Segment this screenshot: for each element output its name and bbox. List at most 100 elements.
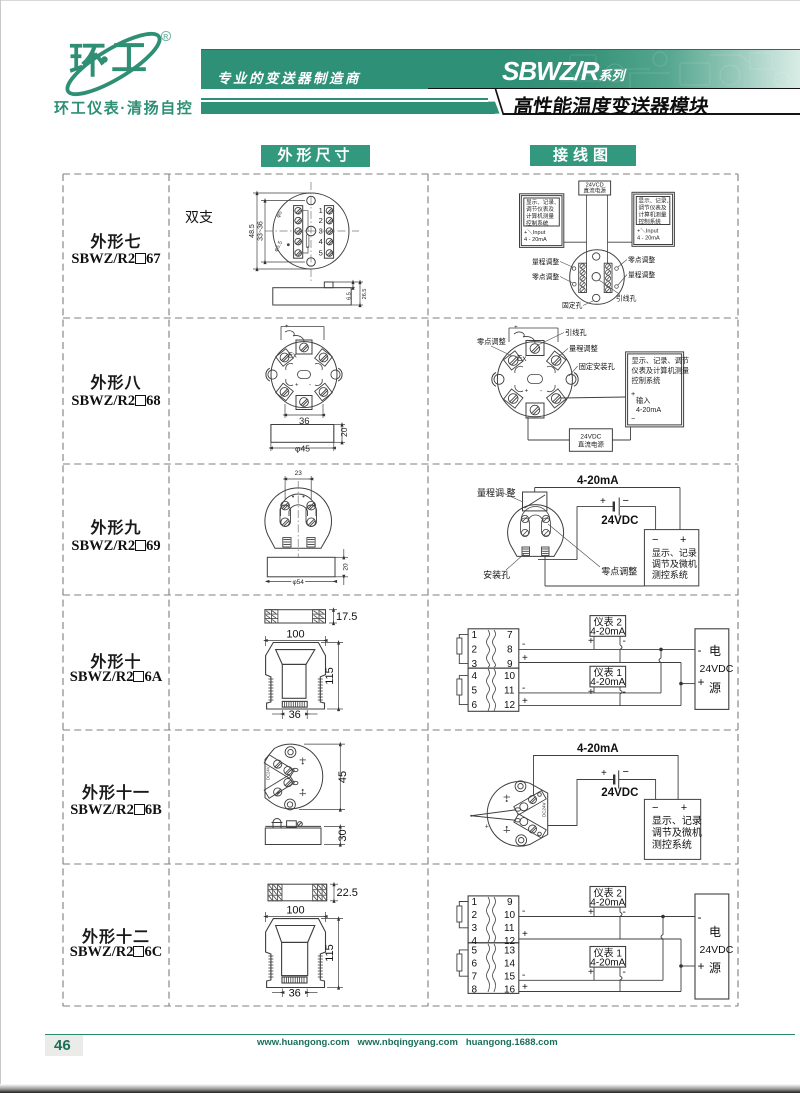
- svg-text:8: 8: [507, 645, 513, 656]
- svg-text:+: +: [681, 802, 687, 814]
- svg-text:4-20mA: 4-20mA: [590, 677, 625, 688]
- svg-text:+: +: [514, 324, 518, 331]
- svg-text:源: 源: [709, 681, 721, 695]
- svg-text:仪表及计算机测量: 仪表及计算机测量: [632, 366, 690, 375]
- svg-text:24VDC: 24VDC: [601, 515, 638, 527]
- svg-text:固定孔: 固定孔: [562, 301, 583, 310]
- svg-text:4-20mA: 4-20mA: [590, 898, 625, 909]
- svg-text:+: +: [698, 675, 705, 689]
- svg-text:Ex: Ex: [517, 354, 526, 363]
- svg-text:零点调整: 零点调整: [477, 337, 506, 346]
- svg-text:−: −: [623, 766, 629, 778]
- svg-text:4: 4: [319, 237, 323, 246]
- svg-text:调节仪表及: 调节仪表及: [526, 205, 554, 213]
- svg-text:-: -: [540, 388, 542, 395]
- svg-text:+: +: [588, 687, 594, 698]
- svg-text:4 - 20mA: 4 - 20mA: [637, 236, 660, 242]
- svg-text:量程调整: 量程调整: [628, 270, 655, 279]
- svg-text:6: 6: [472, 959, 478, 970]
- svg-text:双支: 双支: [185, 209, 213, 225]
- svg-text:24VDC: 24VDC: [601, 787, 638, 799]
- svg-text:24VDC: 24VDC: [700, 944, 734, 956]
- svg-text:36: 36: [299, 416, 310, 427]
- svg-text:-: -: [623, 687, 626, 698]
- svg-text:调节及微机: 调节及微机: [652, 826, 702, 839]
- svg-text:+: +: [588, 636, 594, 647]
- svg-text:+: +: [588, 907, 594, 918]
- svg-text:环: 环: [69, 40, 106, 81]
- svg-text:30: 30: [337, 829, 349, 841]
- svg-text:4 - 20mA: 4 - 20mA: [524, 237, 547, 243]
- svg-text:16: 16: [504, 985, 516, 996]
- svg-text:36: 36: [289, 988, 301, 1000]
- svg-text:+: +: [485, 824, 489, 831]
- svg-text:输入: 输入: [636, 396, 650, 405]
- svg-text:零点调整: 零点调整: [628, 255, 655, 264]
- svg-text:量程调整: 量程调整: [569, 344, 598, 353]
- svg-text:1: 1: [472, 897, 478, 908]
- svg-text:13: 13: [504, 946, 516, 957]
- svg-text:-: -: [623, 967, 626, 978]
- svg-text:3: 3: [472, 923, 478, 934]
- svg-text:调节及微机: 调节及微机: [652, 558, 697, 569]
- svg-text:9: 9: [507, 897, 513, 908]
- svg-text:-: -: [522, 906, 525, 917]
- svg-text:+: +: [600, 496, 606, 507]
- svg-text:-: -: [623, 636, 626, 647]
- svg-text:直流电源: 直流电源: [584, 187, 607, 195]
- svg-text:9: 9: [507, 659, 513, 670]
- svg-text:+: +: [285, 324, 289, 330]
- svg-text:1: 1: [472, 630, 478, 641]
- svg-text:+: +: [680, 534, 686, 546]
- svg-text:-: -: [698, 643, 702, 657]
- svg-text:仪表 1: 仪表 1: [594, 666, 623, 679]
- svg-text:-: -: [522, 683, 525, 694]
- svg-text:显示、记录: 显示、记录: [652, 815, 702, 827]
- svg-text:+: +: [522, 696, 528, 707]
- svg-text:量程调整: 量程调整: [532, 257, 559, 266]
- svg-text:-: -: [623, 907, 626, 918]
- svg-text:Ex: Ex: [288, 351, 297, 360]
- svg-text:工: 工: [111, 37, 147, 78]
- svg-text:测控系统: 测控系统: [652, 569, 688, 580]
- svg-text:2: 2: [472, 910, 478, 921]
- svg-text:20: 20: [339, 427, 349, 437]
- svg-text:6.5: 6.5: [347, 292, 353, 300]
- svg-text:源: 源: [709, 961, 721, 975]
- svg-text:8: 8: [472, 985, 478, 996]
- svg-text:26.5: 26.5: [362, 289, 368, 300]
- svg-text:显示、记录、: 显示、记录、: [526, 198, 560, 206]
- svg-text:4: 4: [472, 671, 478, 682]
- svg-text:+: +: [601, 768, 607, 779]
- svg-text:12: 12: [504, 700, 516, 711]
- svg-text:3: 3: [472, 659, 478, 670]
- svg-text:17.5: 17.5: [336, 611, 357, 623]
- svg-text:33~36: 33~36: [258, 221, 265, 241]
- svg-text:+＼Input: +＼Input: [524, 229, 546, 236]
- svg-text:+: +: [522, 929, 528, 940]
- svg-text:4: 4: [472, 936, 478, 947]
- svg-text:+: +: [295, 383, 299, 389]
- svg-text:1: 1: [319, 206, 323, 215]
- svg-text:2: 2: [319, 216, 323, 225]
- svg-text:φ5.5: φ5.5: [273, 240, 284, 253]
- svg-text:+: +: [522, 653, 528, 664]
- svg-text:引线孔: 引线孔: [565, 328, 587, 337]
- svg-text:仪表 1: 仪表 1: [594, 947, 623, 960]
- svg-text:控制系统: 控制系统: [526, 219, 549, 227]
- svg-text:115: 115: [324, 944, 336, 962]
- svg-text:调节仪表及: 调节仪表及: [639, 204, 667, 212]
- svg-text:+: +: [588, 967, 594, 978]
- svg-text:12: 12: [504, 936, 516, 947]
- svg-text:24VCD: 24VCD: [586, 183, 604, 189]
- svg-text:7: 7: [507, 630, 513, 641]
- svg-text:4-20mA: 4-20mA: [577, 475, 619, 487]
- svg-text:11: 11: [504, 923, 515, 934]
- svg-text:14: 14: [504, 959, 516, 970]
- svg-text:24VDC: 24VDC: [580, 434, 601, 441]
- svg-text:20: 20: [343, 563, 350, 571]
- svg-text:仪表 2: 仪表 2: [594, 887, 623, 900]
- svg-text:10: 10: [504, 910, 516, 921]
- svg-text:-: -: [309, 383, 311, 389]
- svg-text:100: 100: [286, 629, 304, 641]
